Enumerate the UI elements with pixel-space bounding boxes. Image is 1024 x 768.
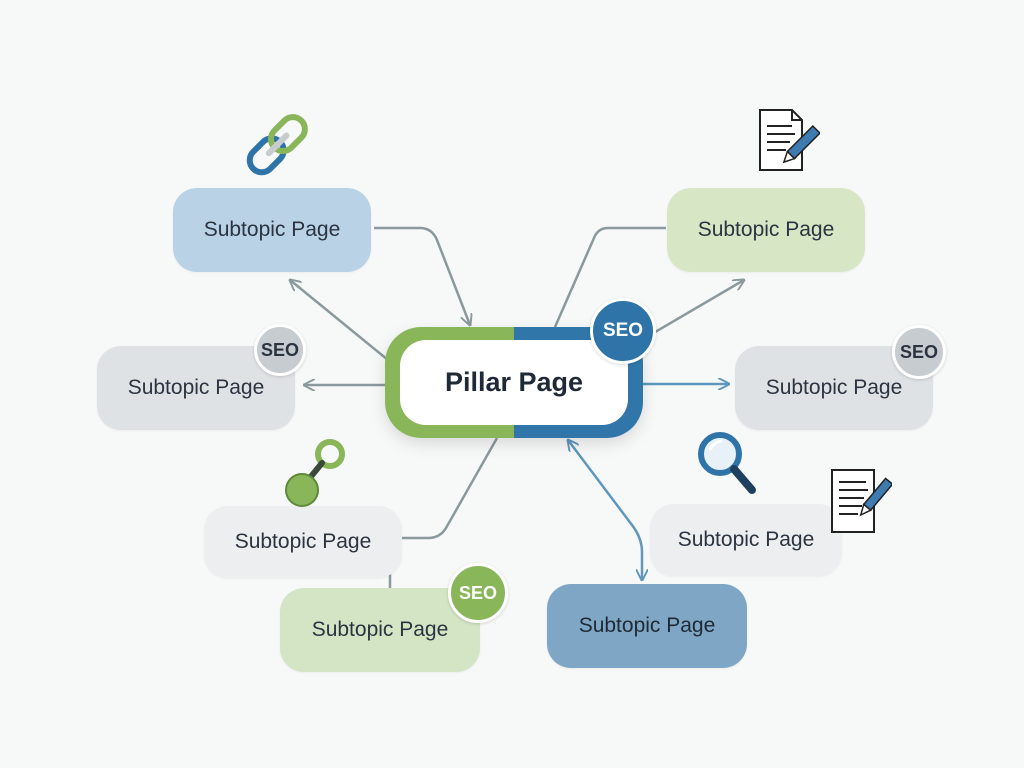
pillar-label: Pillar Page <box>444 367 584 397</box>
connector-top-left-in <box>374 226 470 325</box>
connector-top-right-line <box>553 226 666 328</box>
subtopic-label: Subtopic Page <box>677 528 815 551</box>
seo-badge-bottom-left: SEO <box>448 563 508 623</box>
connector-top-left-out <box>290 280 389 361</box>
subtopic-node-lower-right[interactable]: Subtopic Page <box>650 504 842 576</box>
link-key-icon <box>285 439 345 507</box>
subtopic-label: Subtopic Page <box>311 618 449 641</box>
chain-link-icon <box>246 114 308 176</box>
subtopic-node-bottom-left[interactable]: Subtopic Page <box>280 588 480 672</box>
subtopic-label: Subtopic Page <box>127 376 265 399</box>
subtopic-label: Subtopic Page <box>203 218 341 241</box>
subtopic-node-lower-left[interactable]: Subtopic Page <box>204 506 402 578</box>
pillar-node-inner: Pillar Page <box>400 340 628 425</box>
subtopic-label: Subtopic Page <box>697 218 835 241</box>
subtopic-node-top-right[interactable]: Subtopic Page <box>667 188 865 272</box>
connector-bottom-right <box>568 440 642 580</box>
subtopic-node-top-left[interactable]: Subtopic Page <box>173 188 371 272</box>
magnifier-icon <box>698 432 756 494</box>
document-pencil-icon <box>831 469 892 533</box>
seo-badge-right: SEO <box>892 325 946 379</box>
subtopic-label: Subtopic Page <box>578 614 716 637</box>
seo-badge-left: SEO <box>254 324 306 376</box>
document-pencil-icon <box>759 109 820 171</box>
seo-badge-pillar: SEO <box>590 298 656 364</box>
subtopic-label: Subtopic Page <box>765 376 903 399</box>
subtopic-label: Subtopic Page <box>234 530 372 553</box>
subtopic-node-bottom-right[interactable]: Subtopic Page <box>547 584 747 668</box>
